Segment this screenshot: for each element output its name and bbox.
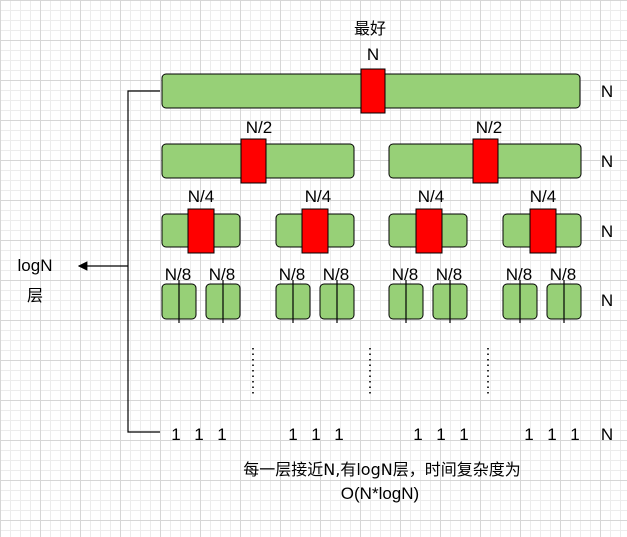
- level3-size-label: N/8: [506, 265, 532, 284]
- level1-size-label-left: N/2: [246, 118, 272, 137]
- level2-size-label: N/4: [418, 187, 444, 206]
- log-levels-unit-label: 层: [27, 286, 43, 305]
- level3-size-label: N/8: [392, 265, 418, 284]
- level2-pivot: [529, 208, 557, 254]
- leaf-row-total: N: [601, 425, 613, 444]
- leaf-size-label: 1: [217, 425, 226, 444]
- leaf-size-label: 1: [194, 425, 203, 444]
- level2-pivot: [415, 208, 443, 254]
- log-levels-label: logN: [18, 256, 53, 275]
- leaf-size-label: 1: [171, 425, 180, 444]
- leaf-size-label: 1: [459, 425, 468, 444]
- leaf-size-label: 1: [413, 425, 422, 444]
- level2-size-label: N/4: [188, 187, 214, 206]
- leaf-size-label: 1: [524, 425, 533, 444]
- leaf-size-label: 1: [570, 425, 579, 444]
- level3-size-label: N/8: [323, 265, 349, 284]
- level2-pivot: [187, 208, 215, 254]
- level1-size-label-right: N/2: [476, 118, 502, 137]
- level3-size-label: N/8: [165, 265, 191, 284]
- levels-bracket: [127, 90, 160, 433]
- leaf-size-label: 1: [547, 425, 556, 444]
- leaf-size-label: 1: [334, 425, 343, 444]
- level1-pivot: [240, 138, 267, 184]
- level1-row-total: N: [601, 152, 613, 171]
- level2-pivot: [301, 208, 329, 254]
- level3-size-label: N/8: [209, 265, 235, 284]
- level0-pivot: [360, 68, 386, 114]
- level3-size-label: N/8: [279, 265, 305, 284]
- best-case-label: 最好: [354, 19, 386, 38]
- leaf-size-label: 1: [436, 425, 445, 444]
- level0-size-label: N: [367, 45, 379, 64]
- level2-row-total: N: [601, 222, 613, 241]
- leaf-size-label: 1: [311, 425, 320, 444]
- complexity-caption: 每一层接近N,有logN层，时间复杂度为: [243, 460, 520, 479]
- level3-size-label: N/8: [436, 265, 462, 284]
- leaf-size-label: 1: [288, 425, 297, 444]
- level2-size-label: N/4: [530, 187, 556, 206]
- level0-row-total: N: [601, 82, 613, 101]
- complexity-formula: O(N*logN): [341, 484, 419, 503]
- level2-size-label: N/4: [305, 187, 331, 206]
- level3-row-total: N: [601, 291, 613, 310]
- level1-pivot: [472, 138, 499, 184]
- level3-size-label: N/8: [550, 265, 576, 284]
